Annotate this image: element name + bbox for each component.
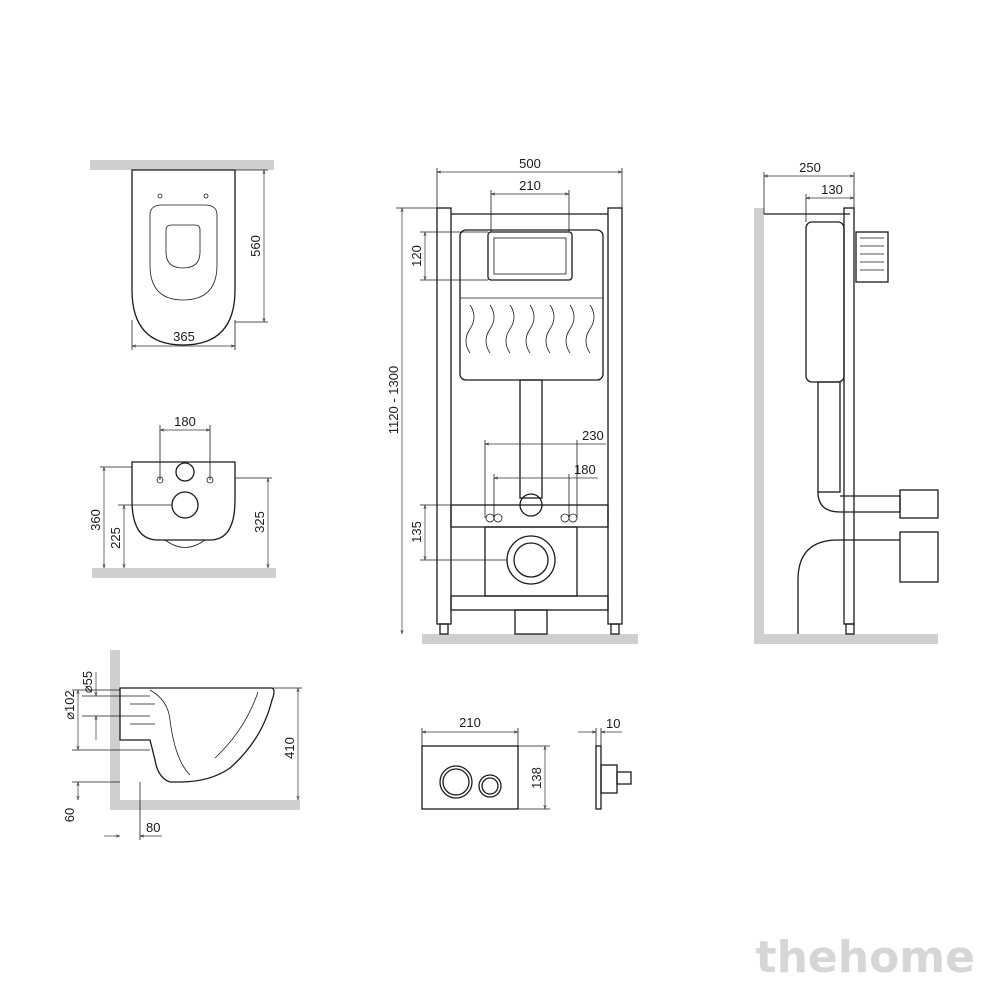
dim-500: 500: [519, 156, 541, 171]
dim-210-plate: 210: [459, 715, 481, 730]
bowl-back-view: 180 360 225 325: [88, 414, 276, 578]
frame-front-view: 500 210 120 1120 - 1300 230 180 135: [386, 156, 638, 644]
bowl-top-view: 560 365: [90, 160, 274, 350]
dim-230: 230: [582, 428, 604, 443]
dim-410: 410: [282, 737, 297, 759]
dim-1120-1300: 1120 - 1300: [386, 366, 401, 434]
frame-side-view: 250 130: [754, 160, 939, 644]
dim-325: 325: [252, 511, 267, 533]
dim-130: 130: [821, 182, 843, 197]
dim-120: 120: [409, 245, 424, 267]
dim-360: 360: [88, 509, 103, 531]
dim-10: 10: [606, 716, 620, 731]
dim-135: 135: [409, 521, 424, 543]
dim-d55: ⌀55: [80, 671, 95, 693]
dim-210-frame: 210: [519, 178, 541, 193]
dim-225: 225: [108, 527, 123, 549]
dim-180-back: 180: [174, 414, 196, 429]
dim-250: 250: [799, 160, 821, 175]
dim-60: 60: [62, 808, 77, 822]
dim-d102: ⌀102: [62, 690, 77, 720]
dim-80: 80: [146, 820, 160, 835]
bowl-side-view: ⌀55 ⌀102 410 60 80: [62, 650, 302, 840]
dim-560: 560: [248, 235, 263, 257]
dim-180-frame: 180: [574, 462, 596, 477]
flush-plate-view: 210 138 10: [421, 715, 632, 810]
watermark: thehome: [756, 932, 975, 983]
dim-365: 365: [173, 329, 195, 344]
dim-138: 138: [529, 767, 544, 789]
